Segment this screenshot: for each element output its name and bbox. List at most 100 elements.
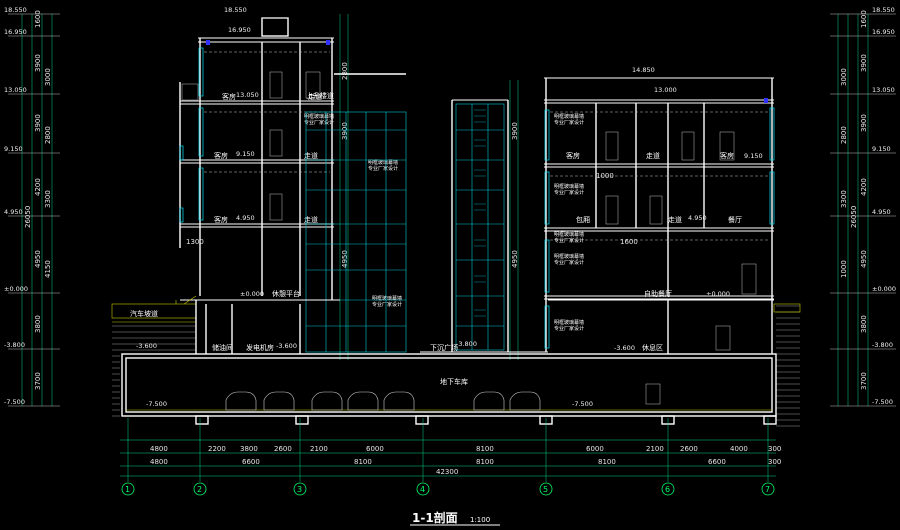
right-elev-0: 18.550: [872, 6, 895, 14]
dim-top-1: 2200: [208, 445, 226, 453]
glass-note-r3a: 明框玻璃幕墙: [554, 231, 584, 238]
right-elev-6: -3.800: [872, 341, 893, 349]
dim-top-8: 2100: [646, 445, 664, 453]
left-elev-1: 16.950: [4, 28, 27, 36]
glass-note-r3b: 专业厂家设计: [554, 237, 584, 244]
b2-elev-left: -7.500: [146, 400, 167, 408]
glass-note-r1b: 专业厂家设计: [554, 119, 584, 126]
dim-top-3: 2600: [274, 445, 292, 453]
axis-label-4: 4: [420, 485, 425, 494]
right-vdim-0: 1600: [860, 10, 868, 28]
right-tower: [544, 77, 775, 405]
dim-top-6: 8100: [476, 445, 494, 453]
center-curtain-wall: [305, 73, 407, 353]
left-elev-5: ±0.000: [4, 285, 28, 293]
glass-note-l2b: 专业厂家设计: [368, 165, 398, 172]
right-elev-4: 4.950: [872, 208, 891, 216]
ground-and-basement: [111, 295, 801, 427]
dim-top-5: 6000: [366, 445, 384, 453]
dim-top-4: 2100: [310, 445, 328, 453]
room-guest-2: 客房: [214, 151, 228, 160]
dim-mid-3: 8100: [476, 458, 494, 466]
tower-vdim-d: 3900: [511, 122, 519, 140]
dim-mid-0: 4800: [150, 458, 168, 466]
right-vdim-inner-0: 3000: [840, 68, 848, 86]
right-elev-5: ±0.000: [872, 285, 896, 293]
room-store: 包厢: [576, 215, 590, 224]
floor-elev-right-top: 13.000: [654, 86, 677, 94]
mark-1000: 1000: [596, 172, 614, 180]
top-elev-left: 18.550: [224, 6, 247, 14]
glass-note-r1a: 明框玻璃幕墙: [554, 113, 584, 120]
drawing-title: 1-1剖面: [412, 510, 458, 525]
room-platform: 休憩平台: [272, 289, 300, 298]
tower-inner-dimensions: 2800 3900 4950 3900 4950: [339, 14, 519, 360]
dim-total: 42300: [436, 468, 458, 476]
dim-top-10: 4000: [730, 445, 748, 453]
roof-elev-right: 14.850: [632, 66, 655, 74]
glass-note-l1b: 专业厂家设计: [304, 119, 334, 126]
left-vdim-inner-1: 2800: [44, 126, 52, 144]
room-storage: 储油间: [212, 343, 233, 352]
axis-label-7: 7: [765, 485, 770, 494]
room-hall: 餐厅: [728, 215, 742, 224]
ground-elev-left: ±0.000: [240, 290, 264, 298]
room-corridor-5: 走道: [668, 215, 682, 224]
left-tower: [179, 17, 334, 300]
axis-label-2: 2: [197, 485, 202, 494]
right-elev-3: 9.150: [872, 145, 891, 153]
left-vdim-5: 3800: [34, 315, 42, 333]
room-top: 上升楼道: [306, 91, 334, 100]
dim-row-top: 4800 2200 3800 2600 2100 6000 8100 6000 …: [150, 445, 781, 453]
glass-note-r5a: 明框玻璃幕墙: [554, 319, 584, 326]
right-vdim-inner-2: 3300: [840, 190, 848, 208]
left-vdim-inner-2: 3300: [44, 190, 52, 208]
room-guest-1: 客房: [222, 92, 236, 101]
room-corridor-2: 走道: [304, 151, 318, 160]
floor-elev-r2: 9.150: [744, 152, 763, 160]
right-vdim-1: 3900: [860, 54, 868, 72]
axis-lines: [120, 418, 776, 482]
glass-note-l3a: 明框玻璃幕墙: [372, 295, 402, 302]
right-vdim-4: 4950: [860, 250, 868, 268]
dim-mid-5: 6600: [708, 458, 726, 466]
roof-elev-left: 16.950: [228, 26, 251, 34]
dim-top-0: 4800: [150, 445, 168, 453]
right-vdim-inner-1: 2800: [840, 126, 848, 144]
axis-bubbles: 1 2 3 4 5 6 7: [121, 482, 775, 496]
left-vdim-inner-3: 4150: [44, 260, 52, 278]
right-vdim-2: 3900: [860, 114, 868, 132]
right-vdim-3: 4200: [860, 178, 868, 196]
dim-top-2: 3800: [240, 445, 258, 453]
tower-vdim-c: 4950: [341, 250, 349, 268]
tower-vdim-b: 3900: [341, 122, 349, 140]
room-corridor-1: 走道: [308, 92, 322, 101]
drawing-scale: 1:100: [470, 516, 490, 524]
left-elev-7: -7.500: [4, 398, 25, 406]
right-elev-2: 13.050: [872, 86, 895, 94]
room-guest-5: 客房: [720, 151, 734, 160]
right-elev-7: -7.500: [872, 398, 893, 406]
b2-elev-right: -7.500: [572, 400, 593, 408]
ground-elev-right: ±0.000: [706, 290, 730, 298]
tower-vdim-e: 4950: [511, 250, 519, 268]
mark-1600: 1600: [620, 238, 638, 246]
left-vdim-1: 3900: [34, 54, 42, 72]
right-vdim-inner-3: 1000: [840, 260, 848, 278]
dim-mid-6: 300: [768, 458, 781, 466]
glass-note-l2a: 明框玻璃幕墙: [368, 159, 398, 166]
left-elev-2: 13.050: [4, 86, 27, 94]
left-vdim-2: 3900: [34, 114, 42, 132]
glass-note-r5b: 专业厂家设计: [554, 325, 584, 332]
dim-top-9: 2600: [680, 445, 698, 453]
right-vdim-6: 3700: [860, 372, 868, 390]
glass-note-r4a: 明框玻璃幕墙: [554, 253, 584, 260]
room-sunken-plaza: 下沉广场: [430, 343, 458, 352]
right-elev-1: 16.950: [872, 28, 895, 36]
left-vdim-6: 3700: [34, 372, 42, 390]
glass-note-l1a: 明框玻璃幕墙: [304, 113, 334, 120]
room-corridor-4: 走道: [646, 151, 660, 160]
left-elev-4: 4.950: [4, 208, 23, 216]
